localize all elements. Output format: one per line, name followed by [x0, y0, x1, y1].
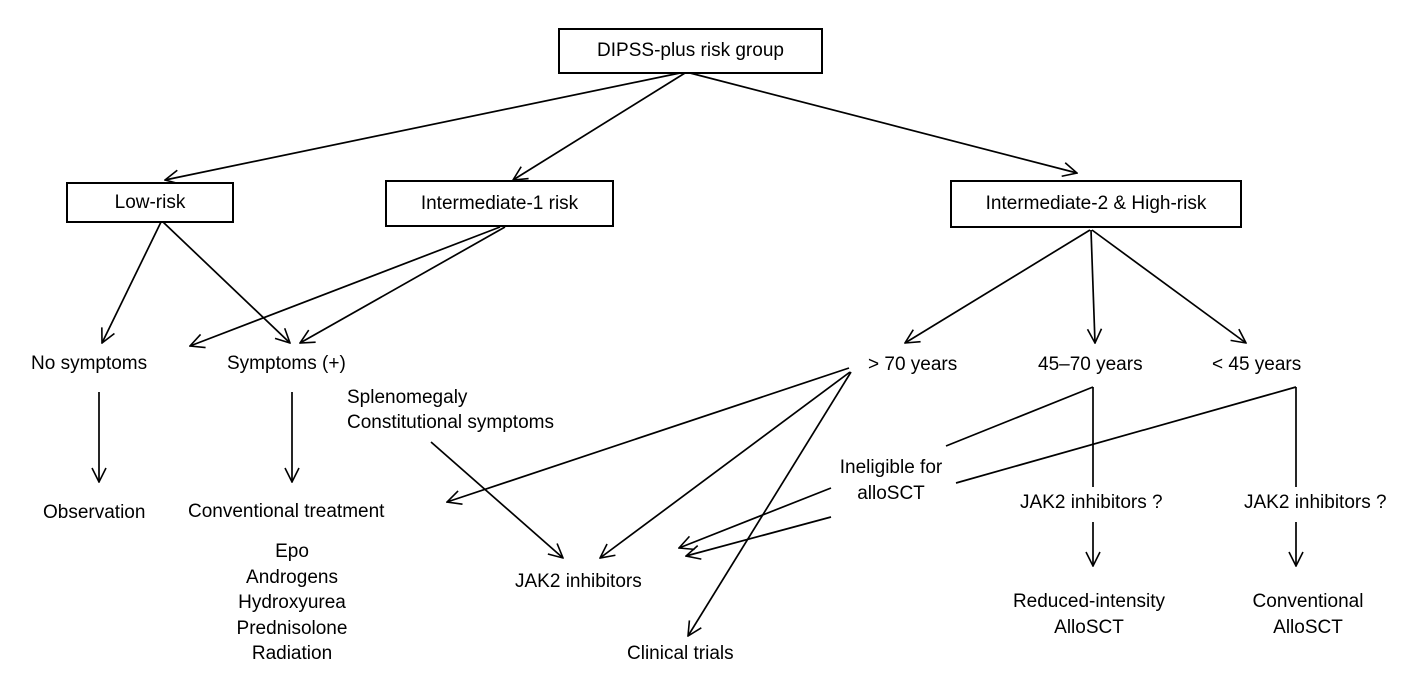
no-symptoms-label: No symptoms: [31, 353, 148, 374]
arrow-int2high-to-under45: [1091, 229, 1246, 343]
age-45-70-label: 45–70 years: [1038, 354, 1143, 375]
jak2-inhibitors-label: JAK2 inhibitors: [515, 571, 642, 592]
arrow-int2high-to-over70: [905, 229, 1091, 343]
low-risk-box: Low-risk: [66, 182, 234, 223]
treatment-item: Radiation: [251, 643, 333, 664]
clinical-trials-label: Clinical trials: [627, 643, 734, 664]
arrow-ineligible-to-jak2-a: [679, 487, 832, 548]
intermediate-1-box: Intermediate-1 risk: [385, 180, 614, 227]
intermediate-2-high-box: Intermediate-2 & High-risk: [950, 180, 1242, 228]
arrow-splenomegaly-to-jak2: [430, 441, 563, 558]
treatment-item: Prednisolone: [236, 617, 348, 639]
jak2-question-under-45: JAK2 inhibitors ?: [1244, 492, 1387, 513]
arrow-low-to-no-symptoms: [102, 221, 162, 343]
dipss-root-box: DIPSS-plus risk group: [558, 28, 823, 74]
reduced-intensity-allosct-label: Reduced-intensity AlloSCT: [1012, 591, 1166, 638]
treatment-item: Androgens: [246, 566, 338, 588]
arrow-over70-to-trials: [688, 371, 852, 636]
treatment-list: Epo Androgens Hydroxyurea Prednisolone R…: [212, 539, 372, 667]
splenomegaly-label: Splenomegaly: [347, 387, 468, 408]
conventional-treatment-label: Conventional treatment: [188, 501, 385, 522]
arrow-over70-to-conventional: [447, 367, 850, 502]
constitutional-label: Constitutional symptoms: [347, 412, 554, 433]
line-45-70-to-ineligible: [945, 386, 1094, 447]
line-under45-to-ineligible: [955, 386, 1297, 484]
symptoms-label: Symptoms (+): [227, 353, 346, 374]
conventional-allosct-label: Conventional AlloSCT: [1252, 591, 1364, 638]
treatment-item: Hydroxyurea: [238, 592, 346, 613]
arrow-root-to-low: [165, 72, 681, 180]
arrow-root-to-int2high: [689, 72, 1077, 173]
arrow-low-to-symptoms: [162, 221, 290, 343]
treatment-item: Epo: [275, 541, 309, 562]
arrow-int1-to-symptoms: [300, 226, 506, 343]
arrow-ineligible-to-jak2-b: [686, 516, 832, 556]
jak2-question-45-70: JAK2 inhibitors ?: [1020, 492, 1163, 513]
under-45-label: < 45 years: [1212, 354, 1302, 375]
ineligible-allosct-label: Ineligible for alloSCT: [839, 457, 943, 504]
arrow-int2high-to-45-70: [1091, 229, 1095, 343]
over-70-label: > 70 years: [868, 354, 958, 375]
observation-label: Observation: [43, 502, 146, 523]
arrow-root-to-int1: [513, 72, 686, 180]
arrow-int1-to-no-symptoms: [190, 226, 501, 346]
arrow-over70-to-jak2: [600, 371, 851, 558]
